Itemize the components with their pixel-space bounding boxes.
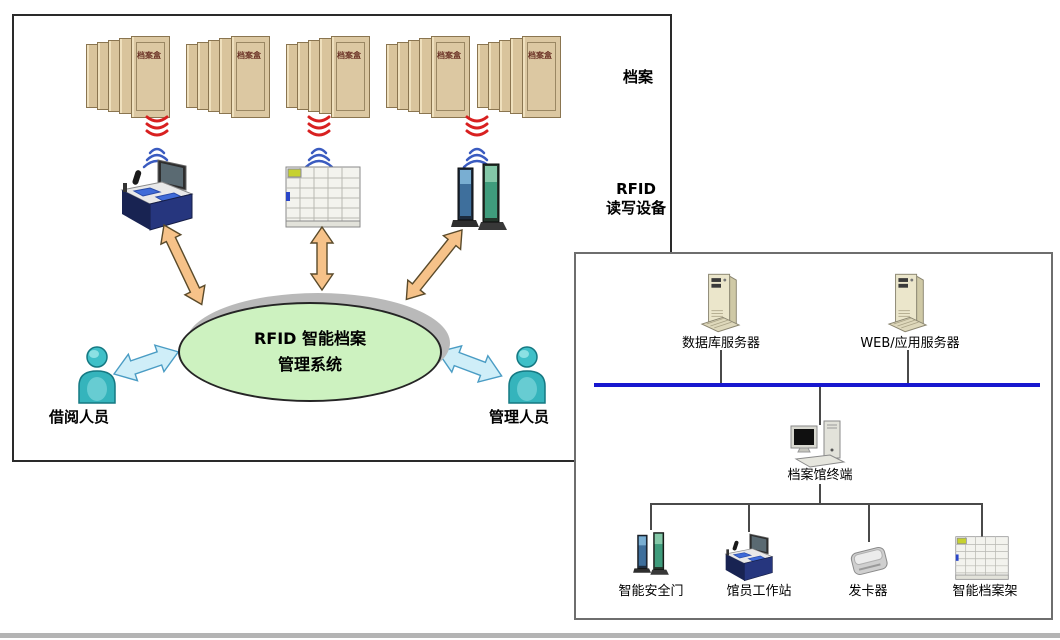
system-title-line1: RFID 智能档案 [253, 329, 367, 348]
right-diagram-panel: 数据库服务器 WEB/应用服务器 档案馆终端 智能安全门 馆员工作站 发卡器 智… [574, 252, 1053, 620]
arrows-layer [112, 223, 503, 384]
borrower-label: 借阅人员 [48, 408, 109, 426]
smart-shelf-label: 智能档案架 [952, 584, 1018, 599]
connector-line-shelf [981, 503, 983, 538]
card-issuer-label: 发卡器 [848, 584, 888, 599]
archive-box-label: 档案盒 [337, 51, 361, 60]
rfid-devices-side-label: RFID 读写设备 [586, 180, 686, 218]
left-diagram-panel: 档案盒 档案盒 档案盒 档案盒 档案盒 RFID 智能档案 管理系统 借阅人员 [12, 14, 672, 462]
archive-boxes-icon: 档案盒 [86, 36, 172, 120]
smart-shelf-icon [955, 536, 1009, 580]
connector-line-gate [650, 503, 652, 530]
security-gate-icon [633, 530, 669, 576]
orange-arrow [309, 225, 335, 292]
orange-arrow [160, 223, 206, 306]
database-server-icon [699, 272, 743, 334]
system-ellipse: RFID 智能档案 管理系统 [178, 302, 442, 402]
archive-boxes-icon: 档案盒 [286, 36, 372, 120]
archive-box-label: 档案盒 [237, 51, 261, 60]
archive-boxes-icon: 档案盒 [386, 36, 472, 120]
network-bus-line [594, 383, 1040, 387]
web-app-server-label: WEB/应用服务器 [860, 336, 960, 351]
connector-line-terminal-up [819, 387, 821, 425]
archive-box-label: 档案盒 [437, 51, 461, 60]
connector-line-db-server [720, 350, 722, 383]
orange-arrow [405, 229, 463, 301]
connector-line-workstation [748, 503, 750, 532]
branch-line [650, 503, 983, 505]
archive-box-label: 档案盒 [137, 51, 161, 60]
database-server-label: 数据库服务器 [681, 336, 760, 351]
archive-boxes-icon: 档案盒 [477, 36, 563, 120]
terminal-label: 档案馆终端 [787, 468, 853, 483]
system-title-line2: 管理系统 [277, 355, 342, 374]
bottom-divider-bar [0, 633, 1060, 638]
blue-arrow [112, 344, 180, 382]
workstation-label: 馆员工作站 [726, 584, 792, 599]
manager-label: 管理人员 [488, 408, 549, 426]
blue-arrow [436, 344, 503, 384]
connector-line-web-server [907, 350, 909, 383]
archive-boxes-icon: 档案盒 [186, 36, 272, 120]
manager-person-icon [504, 346, 550, 404]
archive-box-label: 档案盒 [528, 51, 552, 60]
archives-side-label: 档案 [622, 68, 653, 86]
workstation-icon [723, 530, 775, 582]
card-issuer-icon [848, 542, 890, 578]
web-app-server-icon [886, 272, 930, 334]
connector-line-card-issuer [868, 503, 870, 542]
rfid-devices-label-line1: RFID [616, 180, 656, 198]
borrower-person-icon [74, 346, 120, 404]
connector-line-terminal-down [819, 484, 821, 503]
security-gate-label: 智能安全门 [618, 584, 684, 599]
terminal-computer-icon [790, 420, 852, 470]
rfid-devices-label-line2: 读写设备 [605, 198, 666, 217]
